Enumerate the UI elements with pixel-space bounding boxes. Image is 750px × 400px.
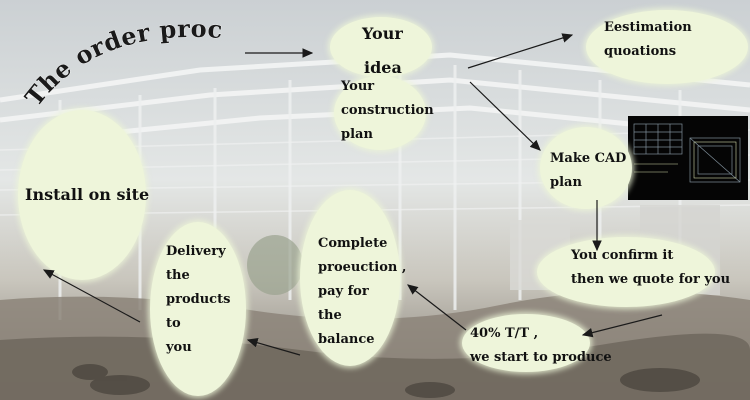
confirm-bubble bbox=[537, 237, 715, 307]
confirm-line2: then we quote for you bbox=[571, 272, 731, 287]
estimation-step: Eestimation quoations bbox=[604, 16, 692, 64]
complete-line2: proeuction , bbox=[318, 260, 407, 275]
complete-line1: Complete bbox=[318, 236, 388, 251]
install-bubble bbox=[18, 110, 146, 280]
complete-bubble bbox=[300, 190, 400, 366]
complete-line4: the bbox=[318, 308, 342, 323]
delivery-bubble bbox=[150, 222, 246, 396]
cad-bubble bbox=[540, 127, 632, 209]
deposit-line1: 40% T/T , bbox=[470, 326, 539, 341]
cad-line1: Make CAD bbox=[550, 151, 627, 166]
plan-line3: plan bbox=[341, 127, 373, 142]
arrow-delivery-to-install bbox=[42, 269, 141, 323]
delivery-step: Delivery the products to you bbox=[166, 240, 230, 360]
estimation-line1: Eestimation bbox=[604, 20, 692, 35]
delivery-line1: Delivery bbox=[166, 244, 226, 259]
arrow-complete-to-delivery bbox=[246, 338, 301, 356]
deposit-line2: we start to produce bbox=[470, 350, 612, 365]
plan-line1: Your bbox=[341, 79, 375, 94]
construction-plan-step: Your construction plan bbox=[341, 75, 434, 147]
plan-line2: construction bbox=[341, 103, 434, 118]
cad-step: Make CAD plan bbox=[550, 147, 626, 195]
deposit-step: 40% T/T , we start to produce bbox=[470, 322, 612, 370]
arrow-idea-to-estimation bbox=[467, 33, 574, 69]
arrow-idea-to-cad bbox=[469, 81, 541, 151]
cad-line2: plan bbox=[550, 175, 582, 190]
estimation-bubble bbox=[586, 10, 748, 84]
complete-line3: pay for bbox=[318, 284, 369, 299]
idea-bubble bbox=[330, 17, 432, 77]
arrow-confirm-to-deposit bbox=[581, 314, 663, 338]
delivery-line5: you bbox=[166, 340, 192, 355]
install-line1: Install on site bbox=[25, 185, 150, 204]
estimation-line2: quoations bbox=[604, 44, 677, 59]
idea-line1: Your bbox=[362, 24, 403, 43]
deposit-bubble bbox=[462, 314, 590, 372]
confirm-step: You confirm it then we quote for you bbox=[571, 244, 730, 292]
delivery-line4: to bbox=[166, 316, 181, 331]
confirm-line1: You confirm it bbox=[571, 248, 674, 263]
idea-line2: idea bbox=[364, 58, 402, 77]
arrow-deposit-to-complete bbox=[407, 284, 467, 331]
complete-line5: balance bbox=[318, 332, 375, 347]
idea-step: Your idea bbox=[362, 17, 403, 85]
delivery-line2: the bbox=[166, 268, 190, 283]
complete-step: Complete proeuction , pay for the balanc… bbox=[318, 232, 406, 352]
install-step: Install on site bbox=[25, 183, 149, 207]
delivery-line3: products bbox=[166, 292, 231, 307]
construction-plan-bubble bbox=[334, 76, 426, 150]
cad-drawing-image bbox=[628, 116, 748, 200]
